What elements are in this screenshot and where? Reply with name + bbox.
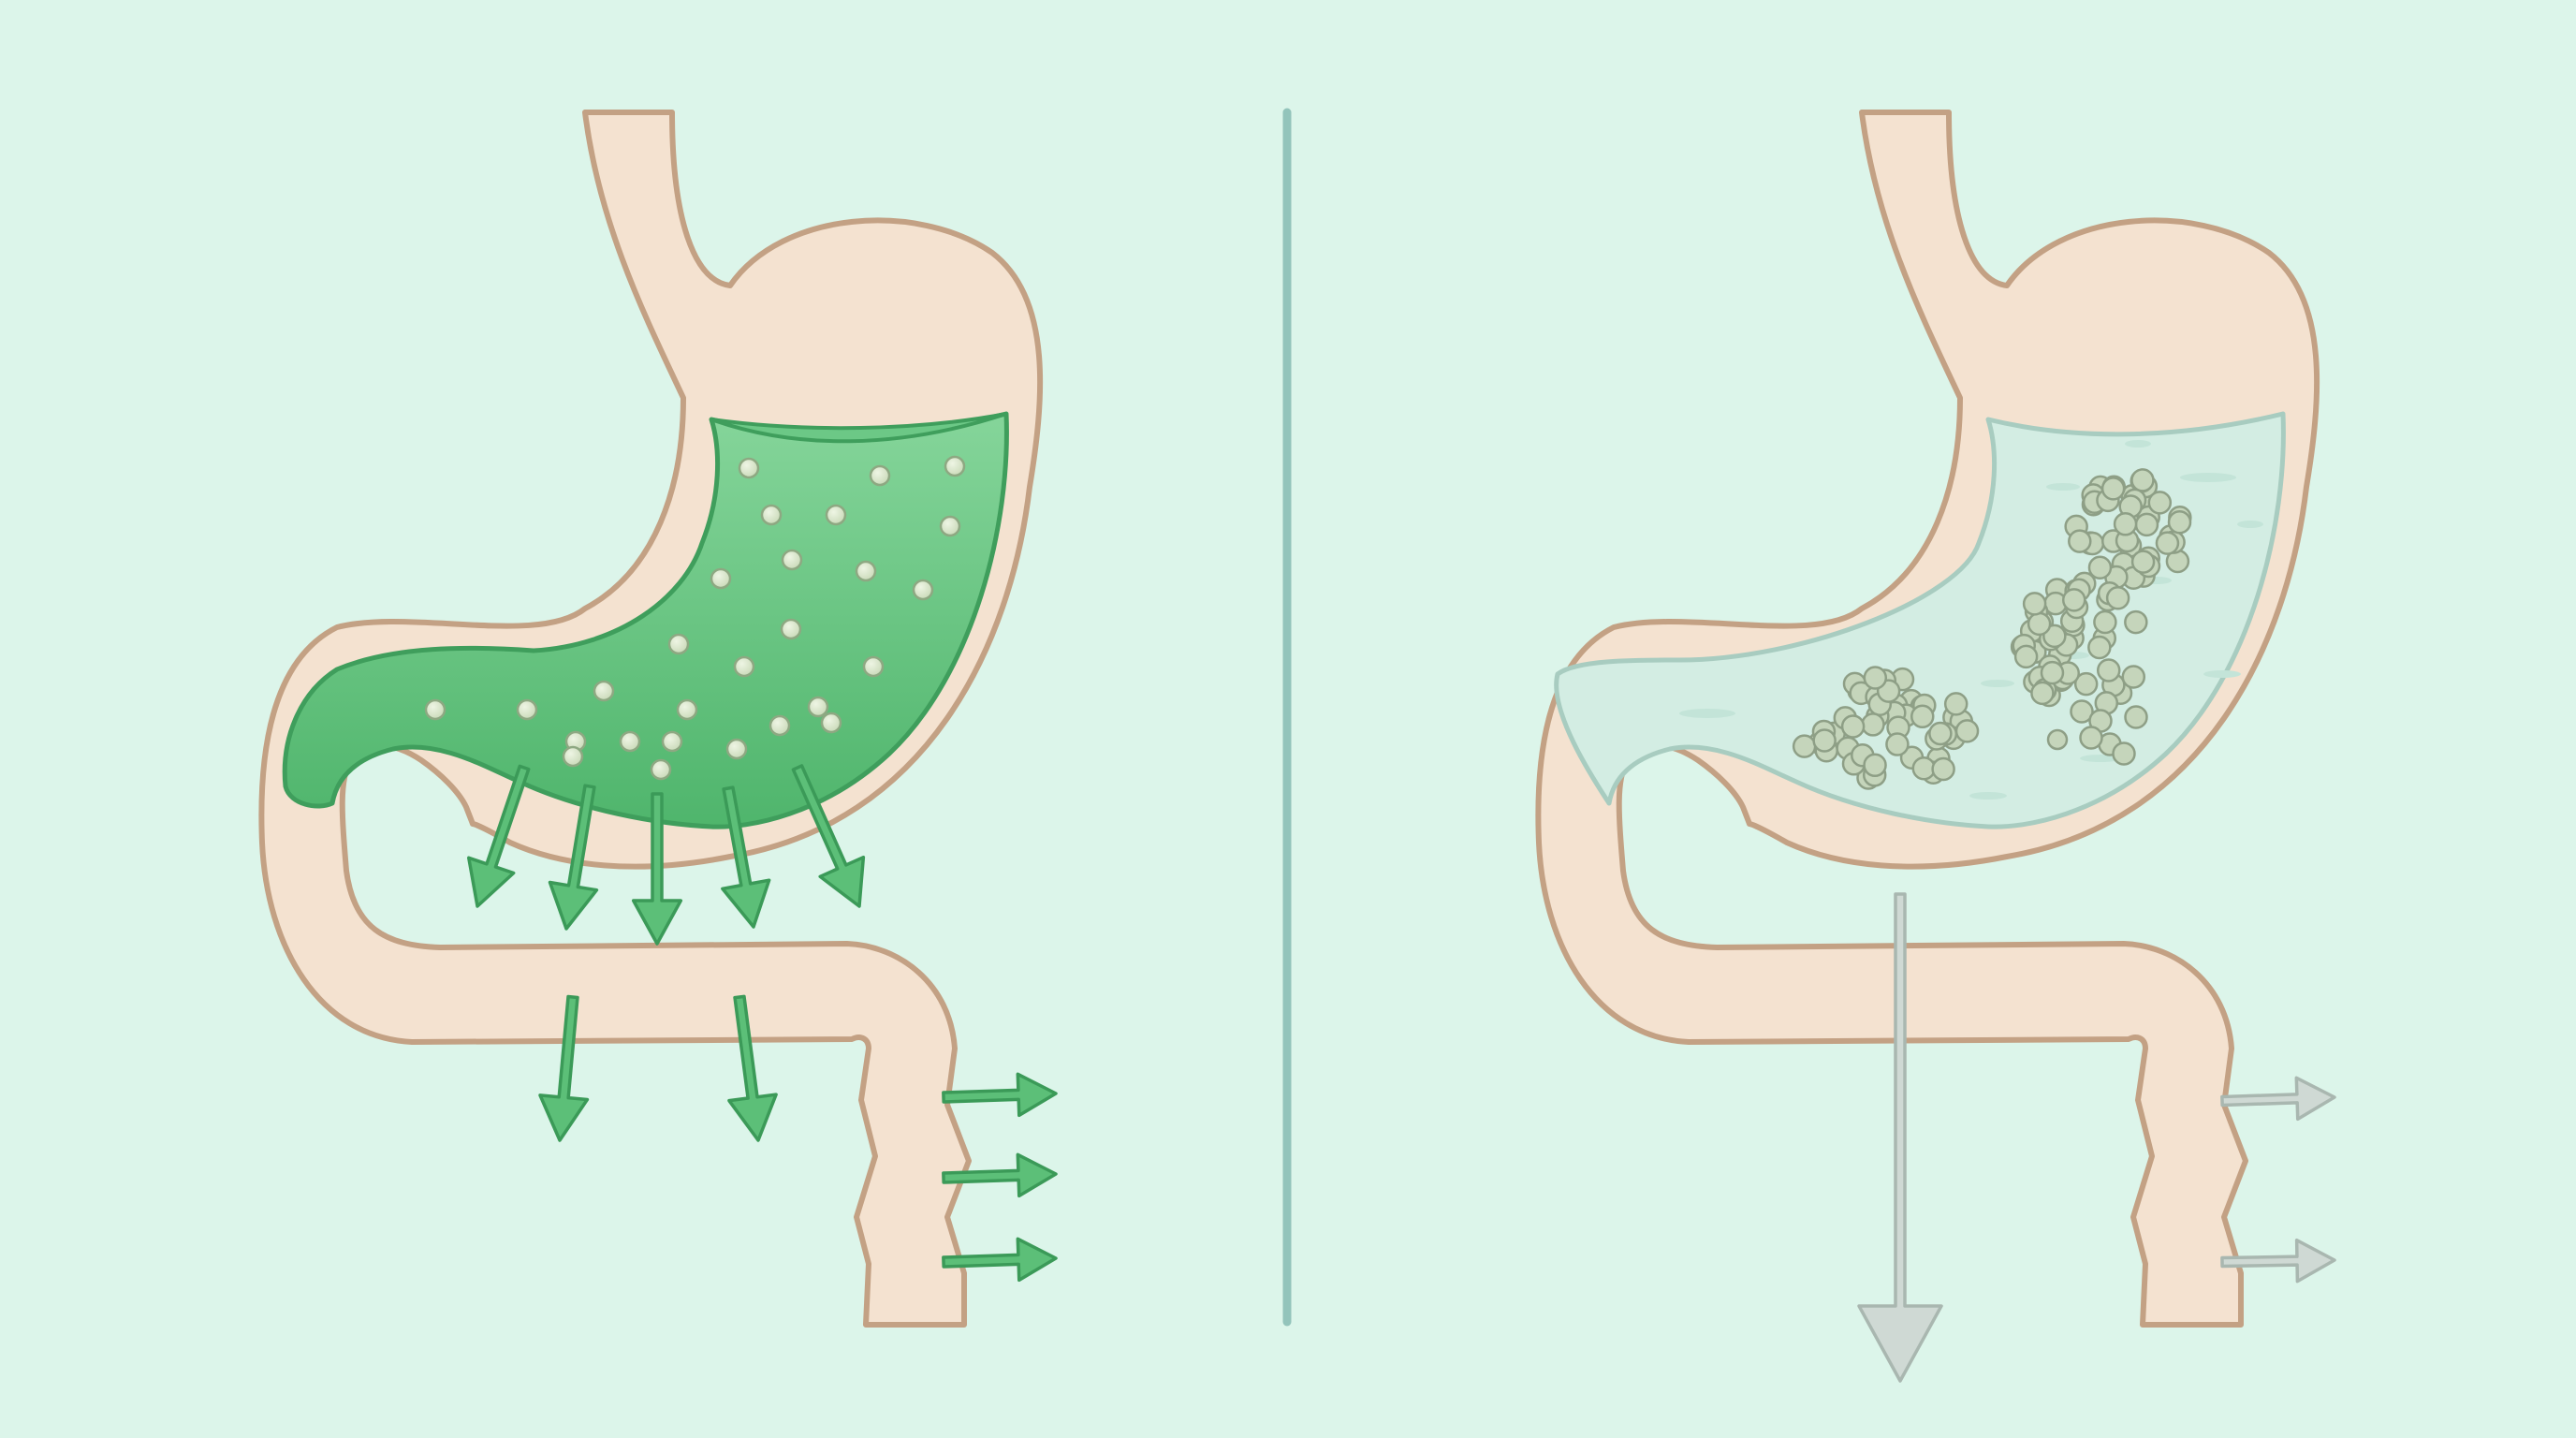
- particle-clump: [2010, 571, 2148, 715]
- particle-icon: [1863, 753, 1887, 778]
- particle-icon: [1943, 692, 1969, 716]
- particle-clumps: [1792, 468, 2192, 790]
- particle-icon: [1863, 666, 1888, 690]
- particle-icon: [2124, 609, 2148, 635]
- arrow-icon: [631, 792, 683, 946]
- dispersed-particles: [424, 455, 966, 781]
- particle-icon: [1861, 712, 1885, 737]
- arrow-icon: [2220, 1238, 2336, 1284]
- particle-icon: [2147, 491, 2173, 515]
- particle-icon: [820, 712, 842, 734]
- particle-icon: [738, 457, 760, 479]
- particle-icon: [2096, 658, 2121, 682]
- particle-icon: [2105, 586, 2130, 610]
- particle-icon: [661, 730, 683, 753]
- particle-icon: [825, 504, 847, 526]
- particle-icon: [2027, 611, 2052, 637]
- particle-icon: [667, 633, 690, 655]
- panel-clumped: [1535, 110, 2336, 1383]
- particle-icon: [2079, 726, 2103, 750]
- particle-icon: [2068, 529, 2092, 553]
- arrow-icon: [2220, 1076, 2336, 1122]
- particle-icon: [676, 698, 698, 721]
- particle-icon: [2030, 681, 2055, 706]
- particle-icon: [1885, 732, 1910, 756]
- particle-icon: [944, 455, 966, 477]
- panel-dispersed: [258, 110, 1058, 1328]
- particle-icon: [2040, 660, 2065, 685]
- particle-icon: [2061, 588, 2086, 612]
- particle-icon: [1928, 721, 1953, 746]
- particle-icon: [2100, 477, 2126, 501]
- particle-icon: [1911, 756, 1937, 781]
- particle-icon: [424, 698, 446, 721]
- particle-icon: [725, 738, 748, 760]
- particle-icon: [939, 515, 961, 537]
- arrow-icon: [467, 764, 531, 908]
- particle-icon: [2121, 665, 2146, 689]
- particle-icon: [1910, 704, 1935, 729]
- particle-icon: [869, 464, 891, 487]
- particle-icon: [2124, 705, 2148, 729]
- particle-icon: [1792, 734, 1817, 758]
- arrow-icon: [721, 785, 771, 929]
- particle-icon: [1954, 719, 1980, 743]
- particle-icon: [2070, 699, 2094, 724]
- particle-icon: [562, 745, 584, 768]
- particle-icon: [516, 698, 538, 721]
- particle-icon: [2134, 512, 2159, 537]
- particle-icon: [710, 567, 732, 590]
- particle-icon: [2013, 644, 2039, 669]
- particle-icon: [855, 560, 877, 582]
- particle-icon: [733, 655, 755, 678]
- particle-icon: [1840, 714, 1866, 739]
- arrow-icon: [538, 994, 590, 1142]
- particle-icon: [2167, 509, 2192, 535]
- liquid-surface: [710, 412, 1007, 444]
- arrow-icon: [1857, 892, 1943, 1383]
- particle-icon: [593, 680, 615, 702]
- arrow-icon: [727, 994, 778, 1142]
- arrow-icon: [942, 1072, 1058, 1118]
- arrow-icon: [942, 1152, 1058, 1198]
- particle-icon: [768, 714, 791, 737]
- particle-icon: [760, 504, 783, 526]
- particle-icon: [2113, 512, 2138, 536]
- particle-icon: [2093, 609, 2117, 635]
- particle-icon: [2087, 635, 2112, 660]
- particle-icon: [780, 618, 802, 640]
- particle-clump: [1792, 666, 1980, 790]
- arrow-icon: [791, 764, 866, 908]
- particle-icon: [862, 655, 885, 678]
- particle-icon: [2155, 531, 2180, 555]
- particle-icon: [2073, 671, 2099, 697]
- weak-absorption-arrows: [1857, 892, 2336, 1383]
- arrow-icon: [942, 1237, 1058, 1283]
- particle-icon: [912, 579, 934, 601]
- arrow-icon: [548, 784, 599, 931]
- particle-icon: [2087, 555, 2113, 580]
- particle-icon: [781, 549, 803, 571]
- particle-icon: [2022, 592, 2047, 616]
- particle-clump: [2064, 468, 2192, 590]
- particle-icon: [650, 758, 672, 781]
- absorption-arrows: [467, 764, 1058, 1283]
- particle-icon: [1812, 728, 1837, 753]
- particle-icon: [2046, 728, 2069, 751]
- particle-icon: [2130, 550, 2156, 574]
- particle-icon: [2130, 468, 2155, 492]
- particle-icon: [807, 696, 829, 718]
- particle-icon: [619, 730, 641, 753]
- particle-icon: [2112, 741, 2136, 766]
- particle-icon: [1931, 756, 1955, 782]
